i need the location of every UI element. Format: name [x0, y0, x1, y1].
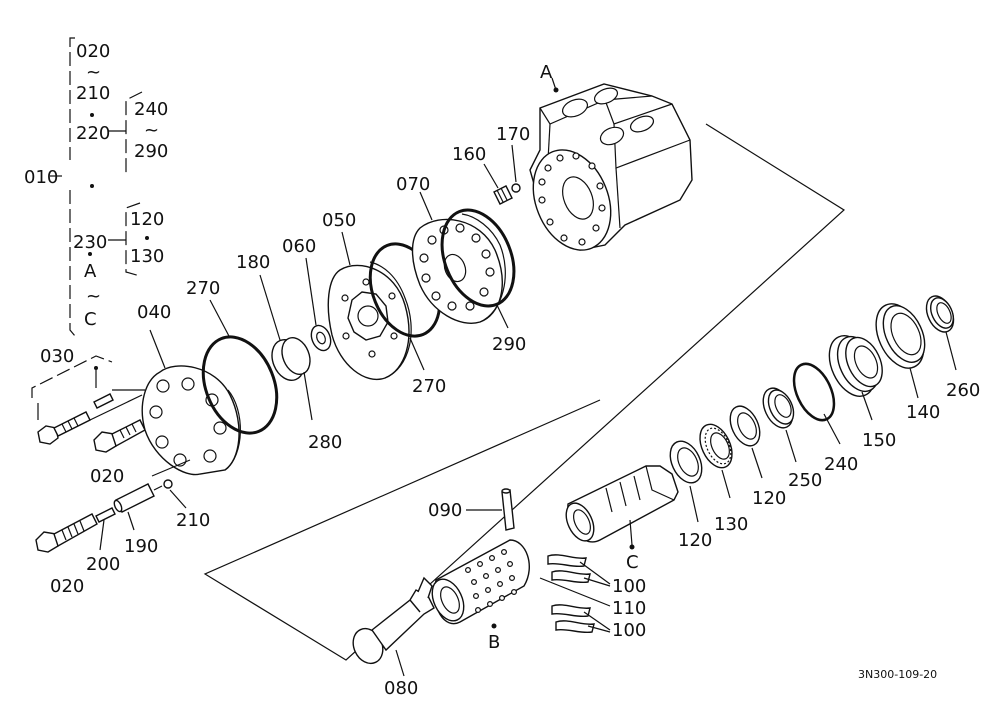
label-230: 230 — [73, 232, 107, 253]
label-090: 090 — [428, 500, 462, 521]
bolt-020-lower — [35, 513, 98, 553]
label-020-range: 020 — [76, 41, 110, 62]
assembly-bracket — [50, 37, 149, 337]
label-080: 080 — [384, 678, 418, 699]
label-120: 120 — [678, 530, 712, 551]
valve-housing-A — [529, 83, 693, 251]
label-120-range: 120 — [130, 209, 164, 230]
retaining-ring-260 — [925, 295, 955, 333]
bolt-group-bracket — [31, 355, 113, 398]
ball-170 — [511, 183, 521, 193]
ball-210 — [163, 479, 173, 489]
label-100: 100 — [612, 620, 646, 641]
sleeve-C — [565, 465, 679, 543]
label-250: 250 — [788, 470, 822, 491]
label-240-range: 240 — [134, 99, 168, 120]
label-A-range: A — [84, 261, 97, 282]
plug-160 — [493, 185, 513, 205]
seal-250 — [762, 387, 795, 429]
label-060: 060 — [282, 236, 316, 257]
label-A: A — [540, 62, 553, 83]
label-270: 270 — [412, 376, 446, 397]
label-020: 020 — [90, 466, 124, 487]
label-140: 140 — [906, 402, 940, 423]
label-130: 130 — [714, 514, 748, 535]
label-010: 010 — [24, 167, 58, 188]
label-050: 050 — [322, 210, 356, 231]
bolt-020-middle — [93, 419, 146, 453]
thrust-bearing-130 — [699, 423, 733, 469]
label-150: 150 — [862, 430, 896, 451]
label-280: 280 — [308, 432, 342, 453]
end-cap-040 — [112, 365, 241, 476]
label-tilde: ~ — [86, 62, 101, 83]
drawing-code: 3N300-109-20 — [858, 668, 937, 681]
label-200: 200 — [86, 554, 120, 575]
label-180: 180 — [236, 252, 270, 273]
bolt-020-upper — [37, 394, 143, 445]
label-170: 170 — [496, 124, 530, 145]
spring-200 — [95, 507, 116, 523]
bushing-190 — [113, 483, 163, 513]
label-C: C — [626, 552, 639, 573]
label-240: 240 — [824, 454, 858, 475]
thrust-washer-120-right — [729, 405, 761, 447]
label-020: 020 — [50, 576, 84, 597]
label-120: 120 — [752, 488, 786, 509]
label-190: 190 — [124, 536, 158, 557]
o-ring-270-left — [201, 335, 279, 435]
label-130-range: 130 — [130, 246, 164, 267]
label-040: 040 — [137, 302, 171, 323]
label-030: 030 — [40, 346, 74, 367]
valve-plate-070 — [411, 213, 506, 324]
exploded-axis-outline — [203, 123, 845, 661]
label-B: B — [488, 632, 500, 653]
seal-180 — [271, 337, 311, 381]
pin — [93, 366, 114, 409]
thrust-washer-120-left — [669, 440, 703, 484]
pin-090 — [501, 488, 515, 531]
label-290-range: 290 — [134, 141, 168, 162]
label-110: 110 — [612, 598, 646, 619]
label-210: 210 — [176, 510, 210, 531]
leaf-springs — [547, 554, 595, 634]
label-160: 160 — [452, 144, 486, 165]
label-tilde: ~ — [86, 286, 101, 307]
label-210-range: 210 — [76, 83, 110, 104]
label-C-range: C — [84, 309, 97, 330]
dust-seal-140 — [875, 303, 926, 369]
gear-wheel-050 — [327, 261, 412, 381]
washer-060 — [310, 324, 332, 352]
label-290: 290 — [492, 334, 526, 355]
drive-shaft-080 — [352, 576, 435, 665]
label-220: 220 — [76, 123, 110, 144]
spool-B — [431, 539, 530, 625]
label-270: 270 — [186, 278, 220, 299]
label-tilde: ~ — [144, 120, 159, 141]
label-100: 100 — [612, 576, 646, 597]
bushing-150 — [828, 335, 883, 397]
label-260: 260 — [946, 380, 980, 401]
label-070: 070 — [396, 174, 430, 195]
